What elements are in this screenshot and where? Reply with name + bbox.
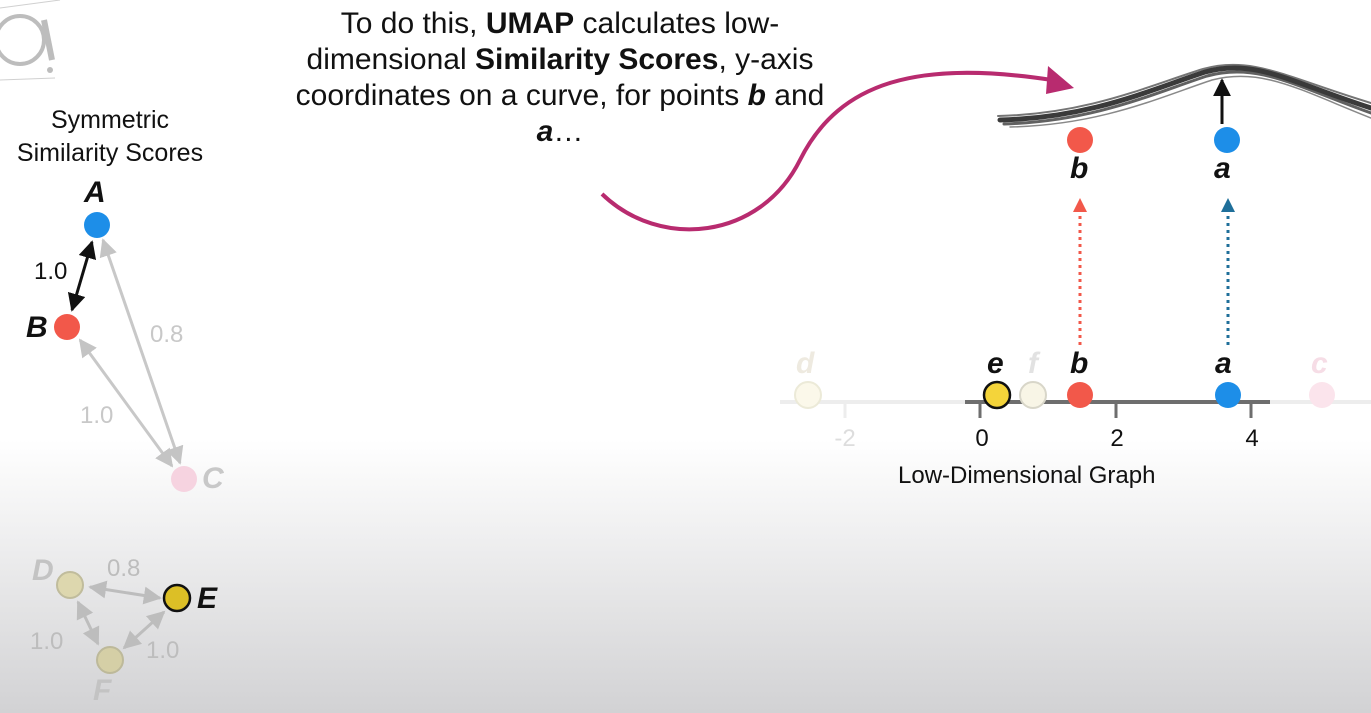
caption-text-4: and [765, 79, 825, 112]
label-point-c: c [1311, 347, 1328, 380]
node-d [56, 571, 84, 599]
tick-label-minus2: -2 [834, 425, 856, 452]
panel-title-line1: Symmetric [50, 106, 170, 134]
edge-a-c [99, 238, 184, 465]
node-a [84, 212, 110, 238]
pointer-arrowhead [1046, 66, 1074, 94]
score-b-c: 1.0 [80, 402, 114, 429]
caption-text-3: , y-axis coordinates on a curve, for poi… [295, 43, 814, 112]
curve-point-a [1214, 127, 1240, 153]
tick-label-2: 2 [1110, 425, 1124, 452]
edge-e-f [122, 610, 166, 650]
label-curve-a: a [1214, 152, 1231, 185]
projection-arrowhead-a [1221, 198, 1235, 212]
label-point-b: b [1070, 347, 1089, 380]
tick-label-4: 4 [1245, 425, 1259, 452]
tick-label-0: 0 [975, 425, 989, 452]
label-node-e: E [197, 582, 218, 615]
label-node-a: A [84, 176, 106, 209]
point-e [982, 380, 1012, 410]
label-curve-b: b [1070, 152, 1089, 185]
score-a-c: 0.8 [150, 321, 184, 348]
label-node-f: F [93, 674, 112, 707]
score-e-f: 1.0 [146, 637, 180, 664]
panel-title-line2: Similarity Scores [16, 139, 204, 167]
pointer-arrow [600, 70, 1053, 232]
point-a [1215, 382, 1241, 408]
label-point-d: d [796, 347, 815, 380]
panel-title: Symmetric Similarity Scores [0, 104, 220, 170]
label-point-a: a [1215, 347, 1232, 380]
edge-d-f [76, 600, 100, 646]
edge-a-b [67, 240, 97, 312]
score-d-e: 0.8 [107, 555, 141, 582]
caption-point-a: a [536, 115, 554, 148]
point-f [1019, 381, 1047, 409]
caption-text-1: To do this, [340, 7, 486, 40]
node-e [162, 583, 192, 613]
score-a-b: 1.0 [34, 258, 68, 285]
label-node-d: D [32, 554, 54, 587]
point-d [794, 381, 822, 409]
node-f [96, 646, 124, 674]
score-d-f: 1.0 [30, 628, 64, 655]
caption-point-b: b [747, 79, 766, 112]
node-c [171, 466, 197, 492]
caption-text-5: … [553, 115, 584, 148]
node-b [54, 314, 80, 340]
caption: To do this, UMAP calculates low-dimensio… [270, 6, 850, 150]
point-c [1309, 382, 1335, 408]
similarity-curve [997, 63, 1371, 128]
caption-text-2: calculates low-dimensional [306, 7, 780, 76]
edge-d-e [88, 580, 162, 605]
label-point-f: f [1028, 347, 1038, 380]
logo-fragment [0, 0, 61, 81]
point-b [1067, 382, 1093, 408]
caption-bold-umap: UMAP [485, 7, 575, 40]
label-point-e: e [987, 347, 1004, 380]
edge-b-c [78, 338, 174, 468]
caption-bold-similarity: Similarity Scores [474, 43, 719, 76]
label-node-c: C [202, 462, 224, 495]
projection-arrowhead-b [1073, 198, 1087, 212]
axis-title: Low-Dimensional Graph [898, 462, 1156, 489]
label-node-b: B [26, 311, 48, 344]
curve-point-b [1067, 127, 1093, 153]
